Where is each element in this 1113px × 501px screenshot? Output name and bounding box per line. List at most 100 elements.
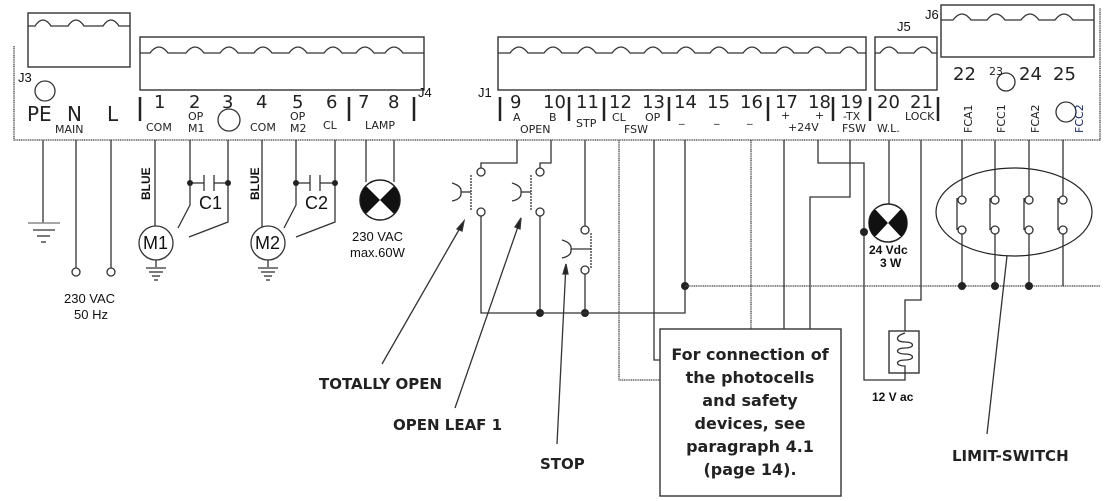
note-line-4: devices, see xyxy=(695,414,806,433)
fsw-label: FSW xyxy=(624,123,648,136)
warning-lamp-power: 3 W xyxy=(880,256,902,270)
terminal-17-num: 17 xyxy=(775,92,798,113)
j5-terminal-labels: 20 W.L. 21 LOCK xyxy=(877,92,935,135)
callout-limit-switch: LIMIT-SWITCH xyxy=(952,447,1069,465)
terminal-10-num: 10 xyxy=(543,92,566,113)
motor-m2-label: M2 xyxy=(255,233,280,253)
terminal-3-num: 3 xyxy=(222,92,233,113)
terminal-separators xyxy=(138,97,940,121)
mounting-hole xyxy=(217,108,241,132)
note-line-5: paragraph 4.1 xyxy=(686,437,814,456)
terminal-12-num: 12 xyxy=(609,92,632,113)
connector-j1-name: J1 xyxy=(478,85,492,100)
terminal-4-num: 4 xyxy=(256,92,267,113)
earth-ground-icon xyxy=(28,222,60,243)
callout-stop: STOP xyxy=(540,455,585,473)
pushbutton-stop xyxy=(540,140,686,317)
warning-lamp-icon xyxy=(868,203,908,243)
connector-j6-name: J6 xyxy=(925,7,939,22)
m2-blue-wire-label: BLUE xyxy=(248,167,262,200)
supply-voltage: 230 VAC xyxy=(64,291,115,306)
mains-wiring xyxy=(28,140,116,277)
capacitor-c2-label: C2 xyxy=(305,193,328,213)
terminal-19-sub2: FSW xyxy=(842,122,866,135)
terminal-7-num: 7 xyxy=(358,92,369,113)
j1-terminal-labels: 9 A 10 B OPEN 11 STP 12 CL 13 OP FSW 14 … xyxy=(510,92,866,136)
terminal-18-num: 18 xyxy=(808,92,831,113)
motor-m1-label: M1 xyxy=(143,233,168,253)
terminal-21-sub: LOCK xyxy=(905,110,935,123)
terminal-12-sub: CL xyxy=(612,111,627,124)
terminal-2-sub2: M1 xyxy=(188,122,205,135)
electric-lock-coil-icon xyxy=(888,330,920,374)
terminal-2-num: 2 xyxy=(189,92,200,113)
mounting-hole xyxy=(996,72,1016,92)
terminal-23-sub: FCC1 xyxy=(995,104,1008,133)
mounting-hole xyxy=(34,80,56,102)
terminal-13-num: 13 xyxy=(642,92,665,113)
note-line-2: the photocells xyxy=(686,368,815,387)
terminal-5-num: 5 xyxy=(292,92,303,113)
lamp-power: max.60W xyxy=(350,245,406,260)
connector-j3-block xyxy=(27,12,131,68)
terminal-20-num: 20 xyxy=(877,92,900,113)
main-label: MAIN xyxy=(55,123,84,136)
connector-j4-block xyxy=(139,36,425,91)
supply-frequency: 50 Hz xyxy=(74,307,108,322)
terminal-16-sub: _ xyxy=(746,112,753,125)
connector-j5-name: J5 xyxy=(897,19,911,34)
terminal-11-sub: STP xyxy=(576,117,597,130)
connector-j1-block xyxy=(497,36,867,91)
warning-lamp-voltage: 24 Vdc xyxy=(869,243,908,257)
terminal-10-sub: B xyxy=(549,111,557,124)
j6-terminal-labels: 22 23 24 25 FCA1 FCC1 FCA2 FCC2 xyxy=(953,64,1086,133)
callout-totally-open: TOTALLY OPEN xyxy=(319,375,442,393)
terminal-4-sub: COM xyxy=(250,121,276,134)
terminal-5-sub2: M2 xyxy=(290,122,307,135)
terminal-1-sub: COM xyxy=(146,121,172,134)
connector-j6-block xyxy=(940,4,1095,58)
control-board xyxy=(13,8,1101,141)
limit-switch-group xyxy=(935,140,1093,290)
lock-voltage: 12 V ac xyxy=(872,390,914,404)
terminal-22-sub: FCA1 xyxy=(962,104,975,133)
note-line-6: (page 14). xyxy=(703,460,796,479)
ground-icon xyxy=(258,267,278,281)
terminal-11-num: 11 xyxy=(576,92,599,113)
note-line-3: and safety xyxy=(702,391,798,410)
terminal-2-sub1: OP xyxy=(188,110,204,123)
terminal-24-sub: FCA2 xyxy=(1029,104,1042,133)
terminal-n-label: N xyxy=(67,102,82,126)
terminal-22-num: 22 xyxy=(953,64,976,85)
connector-j3-name: J3 xyxy=(18,70,32,85)
terminal-24-num: 24 xyxy=(1019,64,1042,85)
note-line-1: For connection of xyxy=(671,345,829,364)
callout-leaders xyxy=(381,217,1008,445)
terminal-23-num: 23 xyxy=(989,65,1003,78)
terminal-l-label: L xyxy=(107,102,119,126)
terminal-25-sub: FCC2 xyxy=(1073,104,1086,133)
connector-j4-name: J4 xyxy=(418,85,432,100)
terminal-16-num: 16 xyxy=(740,92,763,113)
terminal-13-sub: OP xyxy=(645,111,661,124)
terminal-20-sub: W.L. xyxy=(877,122,900,135)
terminal-19-num: 19 xyxy=(840,92,863,113)
open-label: OPEN xyxy=(520,123,550,136)
callout-open-leaf-1: OPEN LEAF 1 xyxy=(393,416,502,434)
flashing-lamp-icon xyxy=(359,140,401,221)
connector-j5-block xyxy=(874,36,938,91)
terminal-9-sub: A xyxy=(513,111,521,124)
terminal-18-sub: + xyxy=(815,109,824,122)
capacitor-c1-label: C1 xyxy=(199,193,222,213)
mounting-hole xyxy=(1055,101,1077,123)
terminal-14-sub: _ xyxy=(678,112,685,125)
terminal-8-num: 8 xyxy=(388,92,399,113)
terminal-6-sub: CL xyxy=(323,119,338,132)
lamp-voltage: 230 VAC xyxy=(352,229,403,244)
lamp-label: LAMP xyxy=(365,119,395,132)
m1-blue-wire-label: BLUE xyxy=(139,167,153,200)
terminal-21-num: 21 xyxy=(910,92,933,113)
terminal-pe-label: PE xyxy=(27,102,52,126)
terminal-25-num: 25 xyxy=(1053,64,1076,85)
